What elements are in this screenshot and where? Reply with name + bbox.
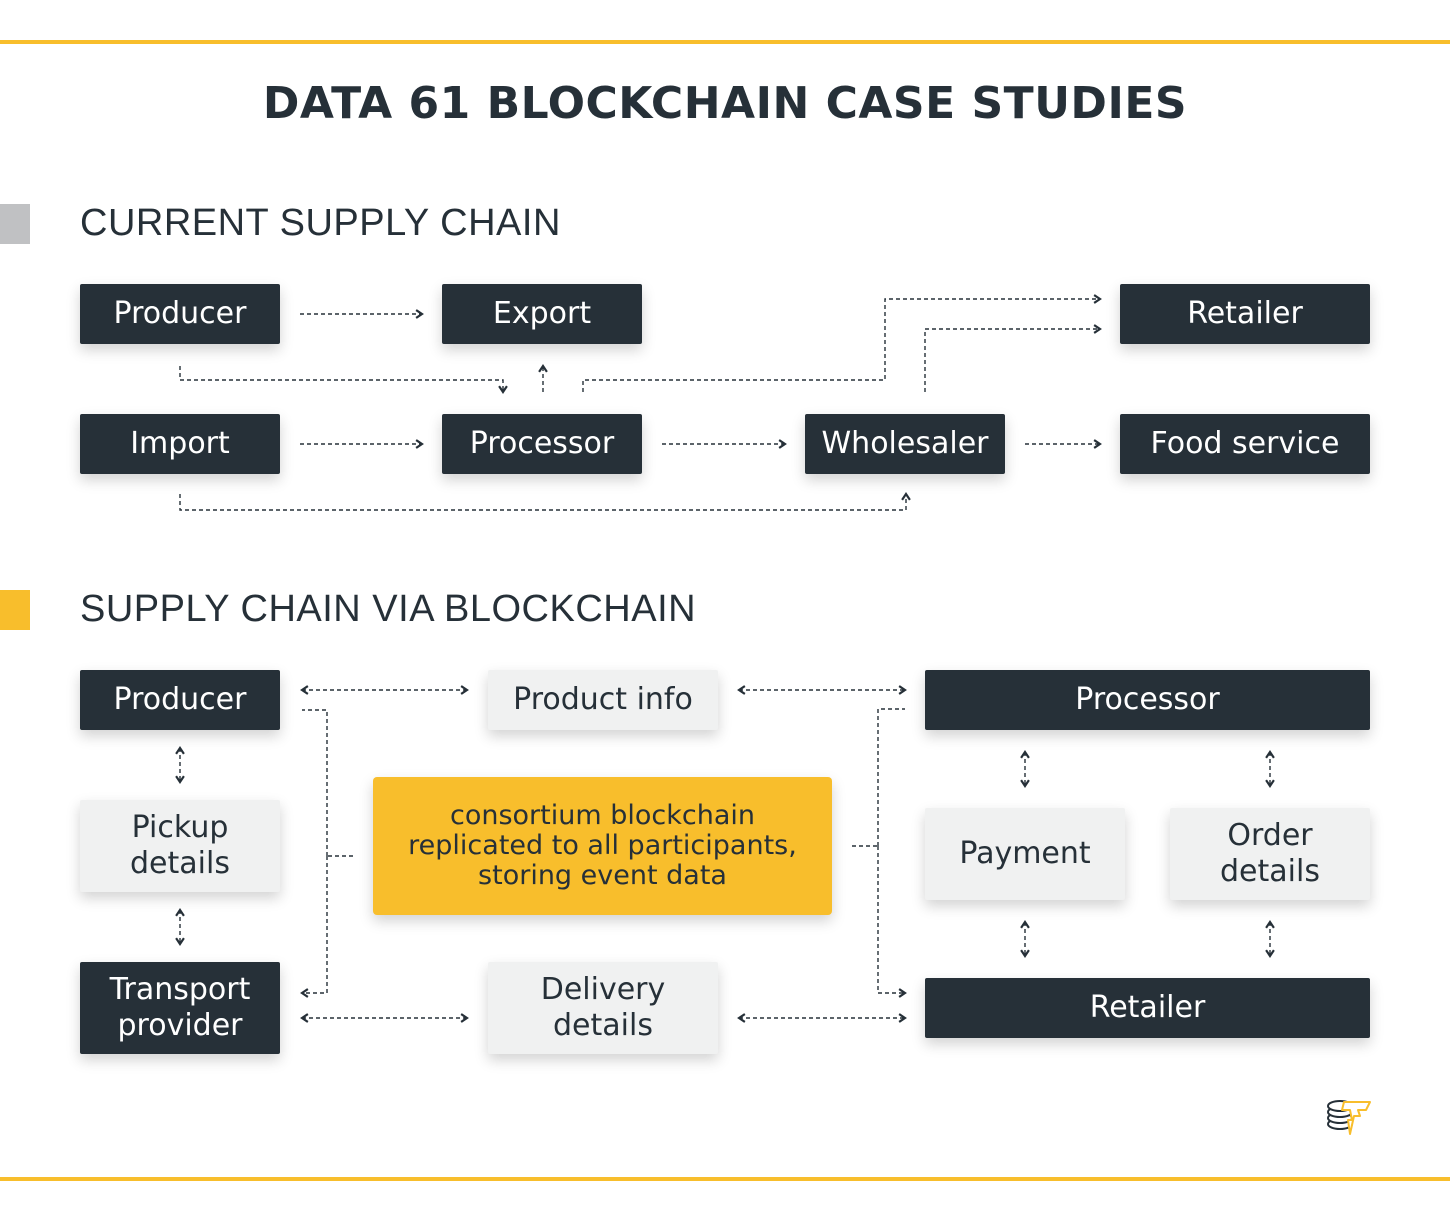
- node-payment: Payment: [925, 808, 1125, 900]
- section-marker-blockchain: [0, 590, 30, 630]
- node-label: Retailer: [1187, 296, 1303, 331]
- node-label-line1: Order: [1227, 818, 1313, 853]
- bottom-rule: [0, 1177, 1450, 1181]
- edge-ledger-left: [302, 709, 353, 993]
- node-pickup-details: Pickup details: [80, 800, 280, 892]
- node-bc-processor: Processor: [925, 670, 1370, 730]
- node-label-line2: details: [1220, 854, 1320, 889]
- node-processor: Processor: [442, 414, 642, 474]
- node-product-info: Product info: [488, 670, 718, 730]
- section-marker-current: [0, 204, 30, 244]
- node-consortium-blockchain: consortium blockchain replicated to all …: [373, 777, 832, 915]
- node-label: Product info: [513, 682, 693, 717]
- node-transport-provider: Transport provider: [80, 962, 280, 1054]
- edge-producer-processor: [179, 366, 508, 394]
- node-label: Food service: [1150, 426, 1340, 461]
- node-retailer: Retailer: [1120, 284, 1370, 344]
- edge-wholesaler-retailer: [924, 324, 1102, 392]
- section-title-current: CURRENT SUPPLY CHAIN: [80, 202, 561, 244]
- edge-ledger-right: [852, 708, 905, 993]
- node-food-service: Food service: [1120, 414, 1370, 474]
- node-label-line1: Pickup: [131, 810, 229, 845]
- node-label-line1: Transport: [109, 972, 251, 1007]
- node-label-line2: details: [130, 846, 230, 881]
- node-bc-producer: Producer: [80, 670, 280, 730]
- edge-processor-retailer: [582, 294, 1102, 392]
- node-label: Producer: [113, 296, 247, 331]
- node-producer: Producer: [80, 284, 280, 344]
- node-label: Retailer: [1089, 990, 1206, 1025]
- node-label-line2: replicated to all participants,: [408, 830, 797, 861]
- node-label: Producer: [113, 682, 247, 717]
- node-label: Payment: [959, 836, 1091, 871]
- node-export: Export: [442, 284, 642, 344]
- section-title-blockchain: SUPPLY CHAIN VIA BLOCKCHAIN: [80, 588, 697, 630]
- node-label-line1: consortium blockchain: [449, 800, 755, 831]
- node-bc-retailer: Retailer: [925, 978, 1370, 1038]
- node-label-line1: Delivery: [540, 972, 666, 1007]
- node-label: Import: [130, 426, 230, 461]
- node-label: Wholesaler: [821, 426, 989, 461]
- node-label: Processor: [1075, 682, 1220, 717]
- node-import: Import: [80, 414, 280, 474]
- top-rule: [0, 40, 1450, 44]
- page-title: DATA 61 BLOCKCHAIN CASE STUDIES: [262, 78, 1188, 129]
- node-label-line3: storing event data: [478, 860, 727, 891]
- node-label: Processor: [469, 426, 615, 461]
- edge-import-wholesaler: [179, 492, 911, 511]
- node-label: Export: [492, 296, 592, 331]
- node-label-line2: details: [553, 1008, 653, 1043]
- node-order-details: Order details: [1170, 808, 1370, 900]
- node-wholesaler: Wholesaler: [805, 414, 1005, 474]
- coin-stack-lightning-icon: [1327, 1100, 1371, 1135]
- node-delivery-details: Delivery details: [488, 962, 718, 1054]
- node-label-line2: provider: [117, 1008, 243, 1043]
